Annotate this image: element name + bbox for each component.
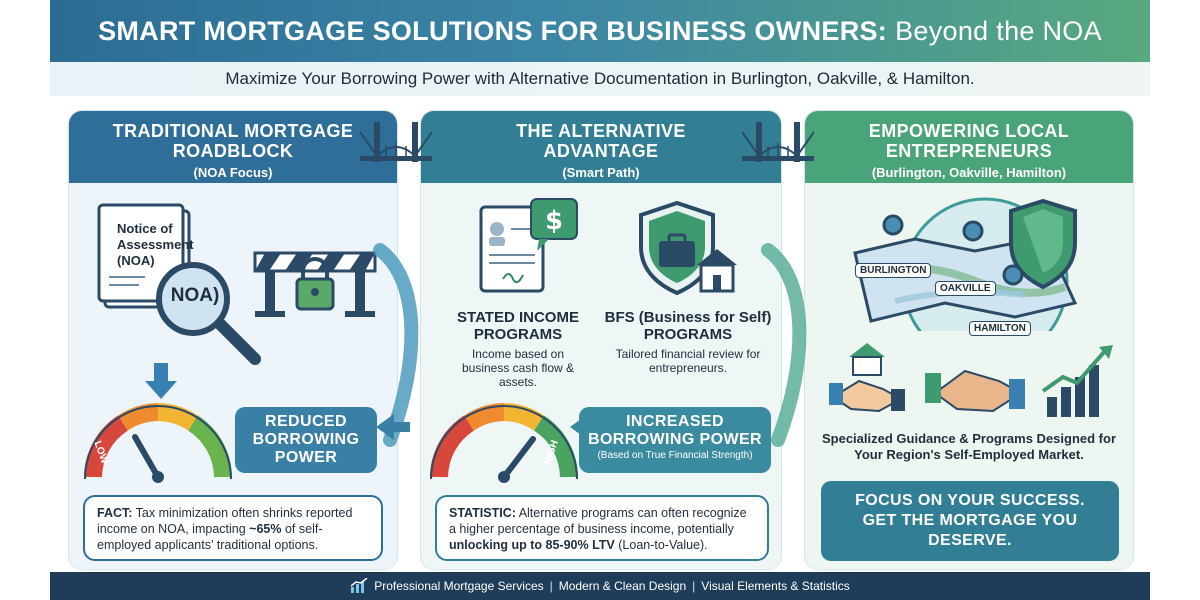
cta-banner: FOCUS ON YOUR SUCCESS. GET THE MORTGAGE … <box>821 481 1119 561</box>
handshake-growth-icon <box>829 343 1113 417</box>
footer-item-3: Visual Elements & Statistics <box>701 579 850 593</box>
panel-local: EMPOWERING LOCAL ENTREPRENEURS (Burlingt… <box>804 110 1134 570</box>
reduced-power-callout: REDUCED BORROWING POWER <box>235 407 377 473</box>
bridge-icon-right <box>742 122 814 162</box>
increased-power-sub: (Based on True Financial Strength) <box>597 450 753 461</box>
shield-briefcase-icon <box>639 201 737 296</box>
map-label-burlington: BURLINGTON <box>855 263 932 278</box>
panel-alternative-subtitle: (Smart Path) <box>562 165 640 180</box>
gauge-high-icon <box>430 403 578 483</box>
program1-desc: Income based on business cash flow & ass… <box>461 347 575 389</box>
header-title-light: Beyond the NOA <box>895 15 1102 46</box>
program2-title: BFS (Business for Self) PROGRAMS <box>604 309 772 343</box>
program2-desc: Tailored financial review for entreprene… <box>615 347 761 375</box>
down-arrow-icon <box>145 363 177 399</box>
panel-local-title: EMPOWERING LOCAL ENTREPRENEURS <box>868 121 1070 161</box>
panel-traditional-subtitle: (NOA Focus) <box>193 165 273 180</box>
page-subtitle: Maximize Your Borrowing Power with Alter… <box>50 62 1150 96</box>
chart-logo-icon <box>350 578 368 593</box>
document-icon <box>97 203 191 309</box>
stated-income-icon: $ <box>479 198 578 293</box>
panel-alternative-header: THE ALTERNATIVE ADVANTAGE (Smart Path) <box>421 111 781 183</box>
panel-traditional-header: TRADITIONAL MORTGAGE ROADBLOCK (NOA Focu… <box>69 111 397 183</box>
bridge-icon-left <box>360 122 432 162</box>
magnifier-icon <box>156 262 261 365</box>
increased-power-callout: INCREASED BORROWING POWER (Based on True… <box>579 407 771 473</box>
panel-local-header: EMPOWERING LOCAL ENTREPRENEURS (Burlingt… <box>805 111 1133 183</box>
panel-local-subtitle: (Burlington, Oakville, Hamilton) <box>871 165 1067 180</box>
svg-text:$: $ <box>545 206 563 236</box>
panel-alternative-title: THE ALTERNATIVE ADVANTAGE <box>516 121 686 161</box>
stat-bold: unlocking up to 85-90% LTV <box>449 538 615 552</box>
header-title-bold: SMART MORTGAGE SOLUTIONS FOR BUSINESS OW… <box>98 15 888 46</box>
program1-title: STATED INCOME PROGRAMS <box>457 309 579 343</box>
statistic-box: STATISTIC: Alternative programs can ofte… <box>435 495 769 561</box>
footer-item-2: Modern & Clean Design <box>558 579 687 593</box>
panel-alternative: THE ALTERNATIVE ADVANTAGE (Smart Path) $… <box>420 110 782 570</box>
fact-text-1: Tax minimization often shrinks reported … <box>97 506 353 536</box>
map-label-oakville: OAKVILLE <box>935 281 996 296</box>
fact-box: FACT: Tax minimization often shrinks rep… <box>83 495 383 561</box>
arrow-left-icon-2 <box>376 414 410 440</box>
flow-arrow-right <box>761 243 807 447</box>
stat-text: Alternative programs can often recognize… <box>449 506 747 536</box>
arrow-left-icon <box>570 414 604 440</box>
increased-power-label: INCREASED BORROWING POWER <box>588 413 762 448</box>
footer-item-1: Professional Mortgage Services <box>374 579 544 593</box>
doc-label: Notice of Assessment (NOA) <box>117 221 194 268</box>
fact-text-2: of self-employed applicants’ traditional… <box>97 522 323 552</box>
fact-label: FACT: <box>97 506 133 520</box>
stat-label: STATISTIC: <box>449 506 516 520</box>
magnifier-label: NOA) <box>170 285 220 306</box>
local-desc: Specialized Guidance & Programs Designed… <box>821 431 1117 462</box>
page-header: SMART MORTGAGE SOLUTIONS FOR BUSINESS OW… <box>50 0 1150 62</box>
stat-tail: (Loan-to-Value). <box>618 538 708 552</box>
gauge-low-icon <box>84 403 232 483</box>
panel-traditional: TRADITIONAL MORTGAGE ROADBLOCK (NOA Focu… <box>68 110 398 570</box>
barrier-lock-icon <box>253 251 377 317</box>
panel-traditional-title: TRADITIONAL MORTGAGE ROADBLOCK <box>112 121 354 161</box>
fact-stat: ~65% <box>249 522 282 536</box>
region-map-icon <box>853 197 1078 331</box>
map-label-hamilton: HAMILTON <box>969 321 1031 336</box>
flow-arrow-left <box>373 243 419 447</box>
page-footer: Professional Mortgage Services | Modern … <box>50 572 1150 600</box>
